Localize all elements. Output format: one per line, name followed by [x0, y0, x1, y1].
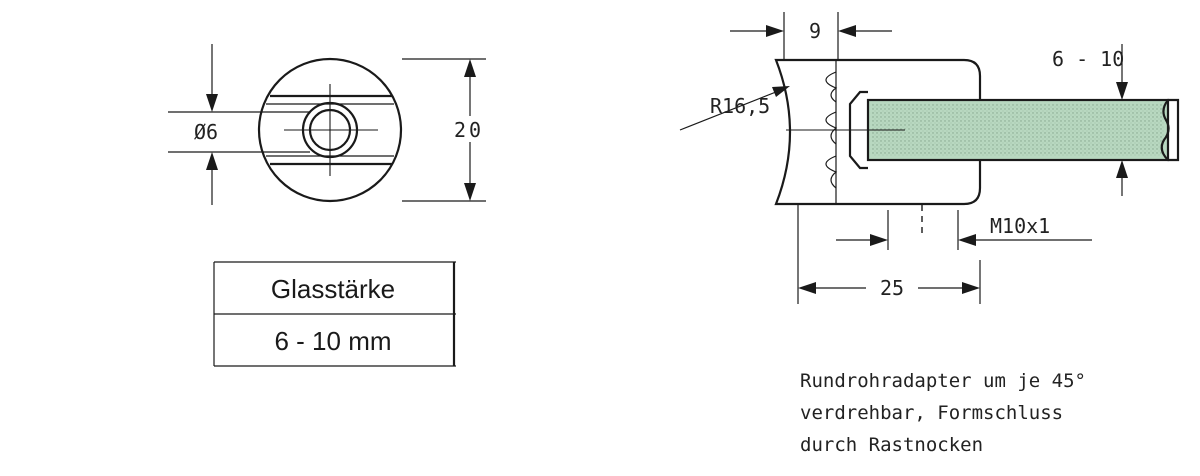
- front-view: Ø6 20: [168, 44, 492, 205]
- diameter-label: Ø6: [194, 120, 218, 144]
- len-arrow-right: [962, 282, 980, 294]
- glass-thickness-table: Glasstärke 6 - 10 mm: [213, 261, 456, 367]
- radius-label: R16,5: [710, 94, 770, 118]
- note-line-3: durch Rastnocken: [800, 434, 983, 456]
- thickness-label: 6 - 10: [1052, 47, 1124, 71]
- thread-arrow-right: [958, 234, 976, 246]
- height-arrow-bottom: [464, 183, 476, 201]
- length-label: 25: [880, 276, 904, 300]
- thick-arrow-bottom: [1116, 160, 1128, 178]
- dim9-arrow-left: [766, 25, 784, 37]
- side-view: 9 R16,5 6 - 10 M10x1 25: [679, 12, 1180, 304]
- thread-arrow-left: [870, 234, 888, 246]
- description-note: Rundrohradapter um je 45° verdrehbar, Fo…: [800, 370, 1086, 456]
- detent-bump-1: [825, 71, 838, 103]
- glass-break-edge: [1160, 98, 1180, 162]
- dia-arrow-bottom: [206, 152, 218, 170]
- table-header: Glasstärke: [271, 274, 395, 304]
- adapter-outer-circle: [257, 57, 403, 203]
- height-arrow-top: [464, 59, 476, 77]
- dia-arrow-top: [206, 94, 218, 112]
- adapter-body-outline: [774, 58, 982, 206]
- detent-bump-2: [825, 111, 838, 145]
- radius-arrow: [772, 86, 790, 97]
- dim9-arrow-right: [838, 25, 856, 37]
- detent-bump-3: [825, 155, 838, 189]
- note-line-1: Rundrohradapter um je 45°: [800, 370, 1086, 392]
- height-label-bg: [448, 116, 492, 142]
- thick-arrow-top: [1116, 82, 1128, 100]
- height-label: 20: [454, 118, 484, 142]
- dim-top-label: 9: [809, 19, 821, 43]
- glass-hatch: [872, 104, 1164, 156]
- len-arrow-left: [798, 282, 816, 294]
- radius-leader: [679, 87, 787, 131]
- table-value: 6 - 10 mm: [274, 326, 391, 356]
- note-line-2: verdrehbar, Formschluss: [800, 402, 1063, 424]
- thread-label: M10x1: [990, 214, 1050, 238]
